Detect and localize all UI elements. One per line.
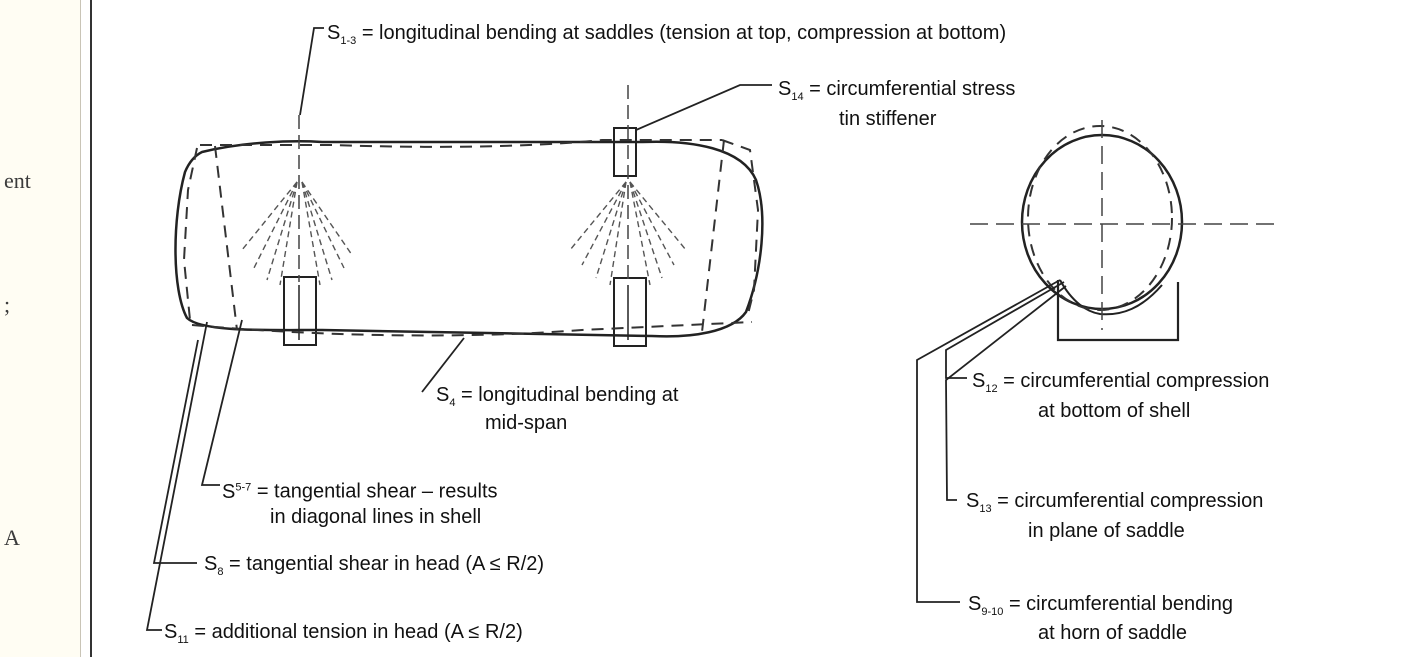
leader-s4 <box>421 337 465 393</box>
label-s13: S13 = circumferential compression <box>966 490 1263 520</box>
symbol-sub: 4 <box>449 397 456 409</box>
leader-s12 <box>945 281 1065 379</box>
deflected-shell-bottom <box>191 321 753 337</box>
label-s4-line2: mid-span <box>485 412 568 434</box>
label-s14: S14 = circumferential stress <box>778 78 1015 108</box>
symbol-s: S <box>327 22 341 44</box>
label-s14-text: = circumferential stress <box>809 78 1016 100</box>
label-s1-3: S1-3 = longitudinal bending at saddles (… <box>327 22 1006 52</box>
leader-s8 <box>152 339 199 564</box>
text-fragment-a: A <box>4 525 20 550</box>
label-s11: S11 = additional tension in head (A ≤ R/… <box>164 621 523 651</box>
label-s12: S12 = circumferential compression <box>972 370 1269 400</box>
symbol-sub: 1-3 <box>340 35 357 47</box>
deflected-shell-top <box>200 139 722 148</box>
label-s5-7-line2: in diagonal lines in shell <box>270 506 482 528</box>
symbol-s: S <box>436 384 450 406</box>
symbol-s: S <box>222 480 236 503</box>
label-s4-text: = longitudinal bending at <box>461 384 679 406</box>
label-s14-line2: tin stiffener <box>839 108 937 130</box>
leader-s13 <box>945 285 1067 501</box>
symbol-s: S <box>778 78 792 100</box>
label-s5-7: S5-7 = tangential shear – results <box>222 476 498 503</box>
symbol-sup: 5-7 <box>235 481 252 493</box>
symbol-sub: 9-10 <box>981 606 1004 618</box>
symbol-s: S <box>972 370 986 392</box>
vessel-stress-diagram <box>145 27 1274 631</box>
label-s12-line2: at bottom of shell <box>1038 400 1191 422</box>
label-s9-10-text: = circumferential bending <box>1008 593 1233 615</box>
label-s4: S4 = longitudinal bending at <box>436 384 678 414</box>
symbol-sub: 8 <box>217 566 224 578</box>
stiffener-box <box>613 127 637 177</box>
symbol-sub: 14 <box>791 91 804 103</box>
label-s13-text: = circumferential compression <box>997 490 1264 512</box>
symbol-s: S <box>968 593 982 615</box>
label-s8: S8 = tangential shear in head (A ≤ R/2) <box>204 553 544 583</box>
label-s13-line2: in plane of saddle <box>1028 520 1185 542</box>
leader-s9-10 <box>916 279 1061 603</box>
left-saddle <box>283 276 317 346</box>
leader-s11 <box>145 321 208 631</box>
symbol-sub: 13 <box>979 503 992 515</box>
leader-s1-3 <box>299 27 324 116</box>
label-s1-3-text: = longitudinal bending at saddles (tensi… <box>361 22 1007 44</box>
symbol-s: S <box>966 490 980 512</box>
text-fragment-ent: ent <box>4 168 31 193</box>
leader-s5-7 <box>200 319 243 486</box>
left-text-column: ent ; A <box>0 0 81 657</box>
label-s12-text: = circumferential compression <box>1003 370 1270 392</box>
label-s5-7-text: = tangential shear – results <box>256 480 498 503</box>
end-view-saddle <box>1056 280 1180 342</box>
leader-s14 <box>635 84 772 131</box>
symbol-sub: 11 <box>177 634 189 646</box>
label-s11-text: = additional tension in head (A ≤ R/2) <box>194 621 523 643</box>
right-saddle <box>613 277 647 347</box>
label-s9-10: S9-10 = circumferential bending <box>968 593 1233 623</box>
vessel-shell <box>174 140 764 338</box>
symbol-s: S <box>204 553 218 575</box>
symbol-sub: 12 <box>985 383 998 395</box>
label-s9-10-line2: at horn of saddle <box>1038 622 1187 644</box>
label-s8-text: = tangential shear in head (A ≤ R/2) <box>229 553 545 575</box>
symbol-s: S <box>164 621 178 643</box>
text-fragment-semicolon: ; <box>4 292 11 317</box>
figure-panel: S1-3 = longitudinal bending at saddles (… <box>90 0 1417 657</box>
